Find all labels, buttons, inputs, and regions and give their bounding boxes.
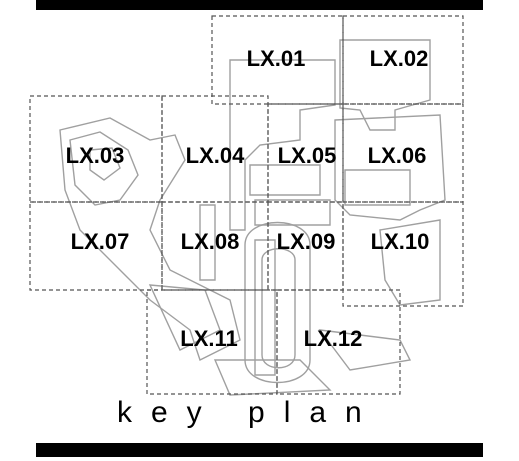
zone-label-lx12[interactable]: LX.12 <box>303 326 363 351</box>
zone-boundary-lx09 <box>267 201 344 291</box>
site-outline <box>59 39 446 396</box>
key-plan-caption: key plan <box>117 396 381 429</box>
zone-boundary-lx04 <box>161 95 269 203</box>
zone-label-lx10[interactable]: LX.10 <box>370 229 430 254</box>
zone-boundary-lx06 <box>342 103 464 203</box>
zone-boundaries <box>29 15 464 395</box>
zone-label-lx07[interactable]: LX.07 <box>70 229 130 254</box>
bottom-border-bar <box>36 443 483 457</box>
zone-label-lx06[interactable]: LX.06 <box>367 143 427 168</box>
zone-label-lx02[interactable]: LX.02 <box>369 46 429 71</box>
zone-label-lx11[interactable]: LX.11 <box>180 326 238 351</box>
zone-boundary-lx12 <box>276 289 401 395</box>
zone-label-lx08[interactable]: LX.08 <box>180 229 240 254</box>
zone-label-lx04[interactable]: LX.04 <box>185 143 245 168</box>
zone-label-lx05[interactable]: LX.05 <box>277 143 337 168</box>
zone-label-lx01[interactable]: LX.01 <box>246 46 306 71</box>
zone-boundary-lx10 <box>342 201 464 307</box>
zone-label-lx09[interactable]: LX.09 <box>276 229 336 254</box>
top-border-bar <box>36 0 483 10</box>
zone-label-lx03[interactable]: LX.03 <box>65 143 125 168</box>
